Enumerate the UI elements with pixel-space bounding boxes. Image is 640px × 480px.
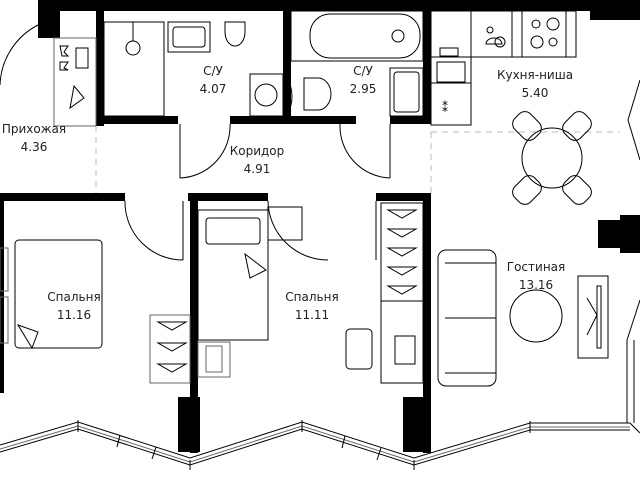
room-label-corridor: Коридор 4.91 xyxy=(230,142,285,178)
computer xyxy=(394,335,416,365)
double-bed xyxy=(14,239,103,349)
walls xyxy=(0,0,640,453)
washing-machine xyxy=(249,73,284,117)
room-area: 13.16 xyxy=(518,278,554,292)
room-name: Гостиная xyxy=(506,260,566,274)
toilet-2 xyxy=(303,77,332,111)
svg-text:⁑: ⁑ xyxy=(442,100,448,115)
shower-drain xyxy=(125,40,141,56)
room-name: Спальня xyxy=(285,290,339,304)
coffee-table xyxy=(509,289,563,343)
tv-stand xyxy=(577,275,609,359)
bathroom-1-fixtures xyxy=(103,21,293,117)
room-label-bedroom-1: Спальня 11.16 xyxy=(47,288,100,324)
room-label-bathroom-2: С/У 2.95 xyxy=(350,62,377,98)
wardrobe-1 xyxy=(149,314,191,384)
room-label-kitchen: Кухня-ниша 5.40 xyxy=(497,66,573,102)
zone-dividers xyxy=(95,126,620,193)
room-label-bedroom-2: Спальня 11.11 xyxy=(285,288,338,324)
room-label-living-room: Гостиная 13.16 xyxy=(507,258,565,294)
bathtub xyxy=(309,13,421,59)
bathtub-frame xyxy=(290,10,424,62)
bathroom-2-fixtures xyxy=(290,10,424,117)
hallway-wardrobe xyxy=(53,37,97,127)
entrance-door-swing xyxy=(0,24,39,86)
sink-2 xyxy=(389,67,424,117)
desk xyxy=(380,300,424,384)
shower-cabin xyxy=(103,21,165,117)
dining-table xyxy=(521,127,583,189)
room-area: 11.11 xyxy=(294,308,330,322)
room-name: Спальня xyxy=(47,290,101,304)
facade-windows xyxy=(0,79,640,470)
room-area: 5.40 xyxy=(521,86,549,100)
toilet xyxy=(224,21,246,47)
single-bed xyxy=(197,209,269,341)
kitchen-fixtures: ⁑ xyxy=(430,10,592,205)
room-area: 11.16 xyxy=(56,308,92,322)
room-name: Кухня-ниша xyxy=(496,68,574,82)
room-area: 4.36 xyxy=(20,140,48,154)
bedroom-1-furniture xyxy=(0,239,191,384)
room-area: 4.07 xyxy=(199,82,227,96)
nightstand xyxy=(267,206,303,241)
bookshelf xyxy=(197,341,231,378)
room-label-bathroom-1: С/У 4.07 xyxy=(200,62,227,98)
room-label-hallway: Прихожая 4.36 xyxy=(2,120,66,156)
room-name: С/У xyxy=(353,64,373,78)
bedroom-2-furniture xyxy=(197,202,424,384)
room-name: С/У xyxy=(203,64,223,78)
doors xyxy=(0,24,391,261)
sink xyxy=(167,21,211,53)
room-area: 2.95 xyxy=(349,82,377,96)
desk-chair xyxy=(345,328,373,370)
room-area: 4.91 xyxy=(243,162,271,176)
room-name: Прихожая xyxy=(1,122,67,136)
room-name: Коридор xyxy=(229,144,285,158)
living-room-furniture xyxy=(437,249,609,387)
